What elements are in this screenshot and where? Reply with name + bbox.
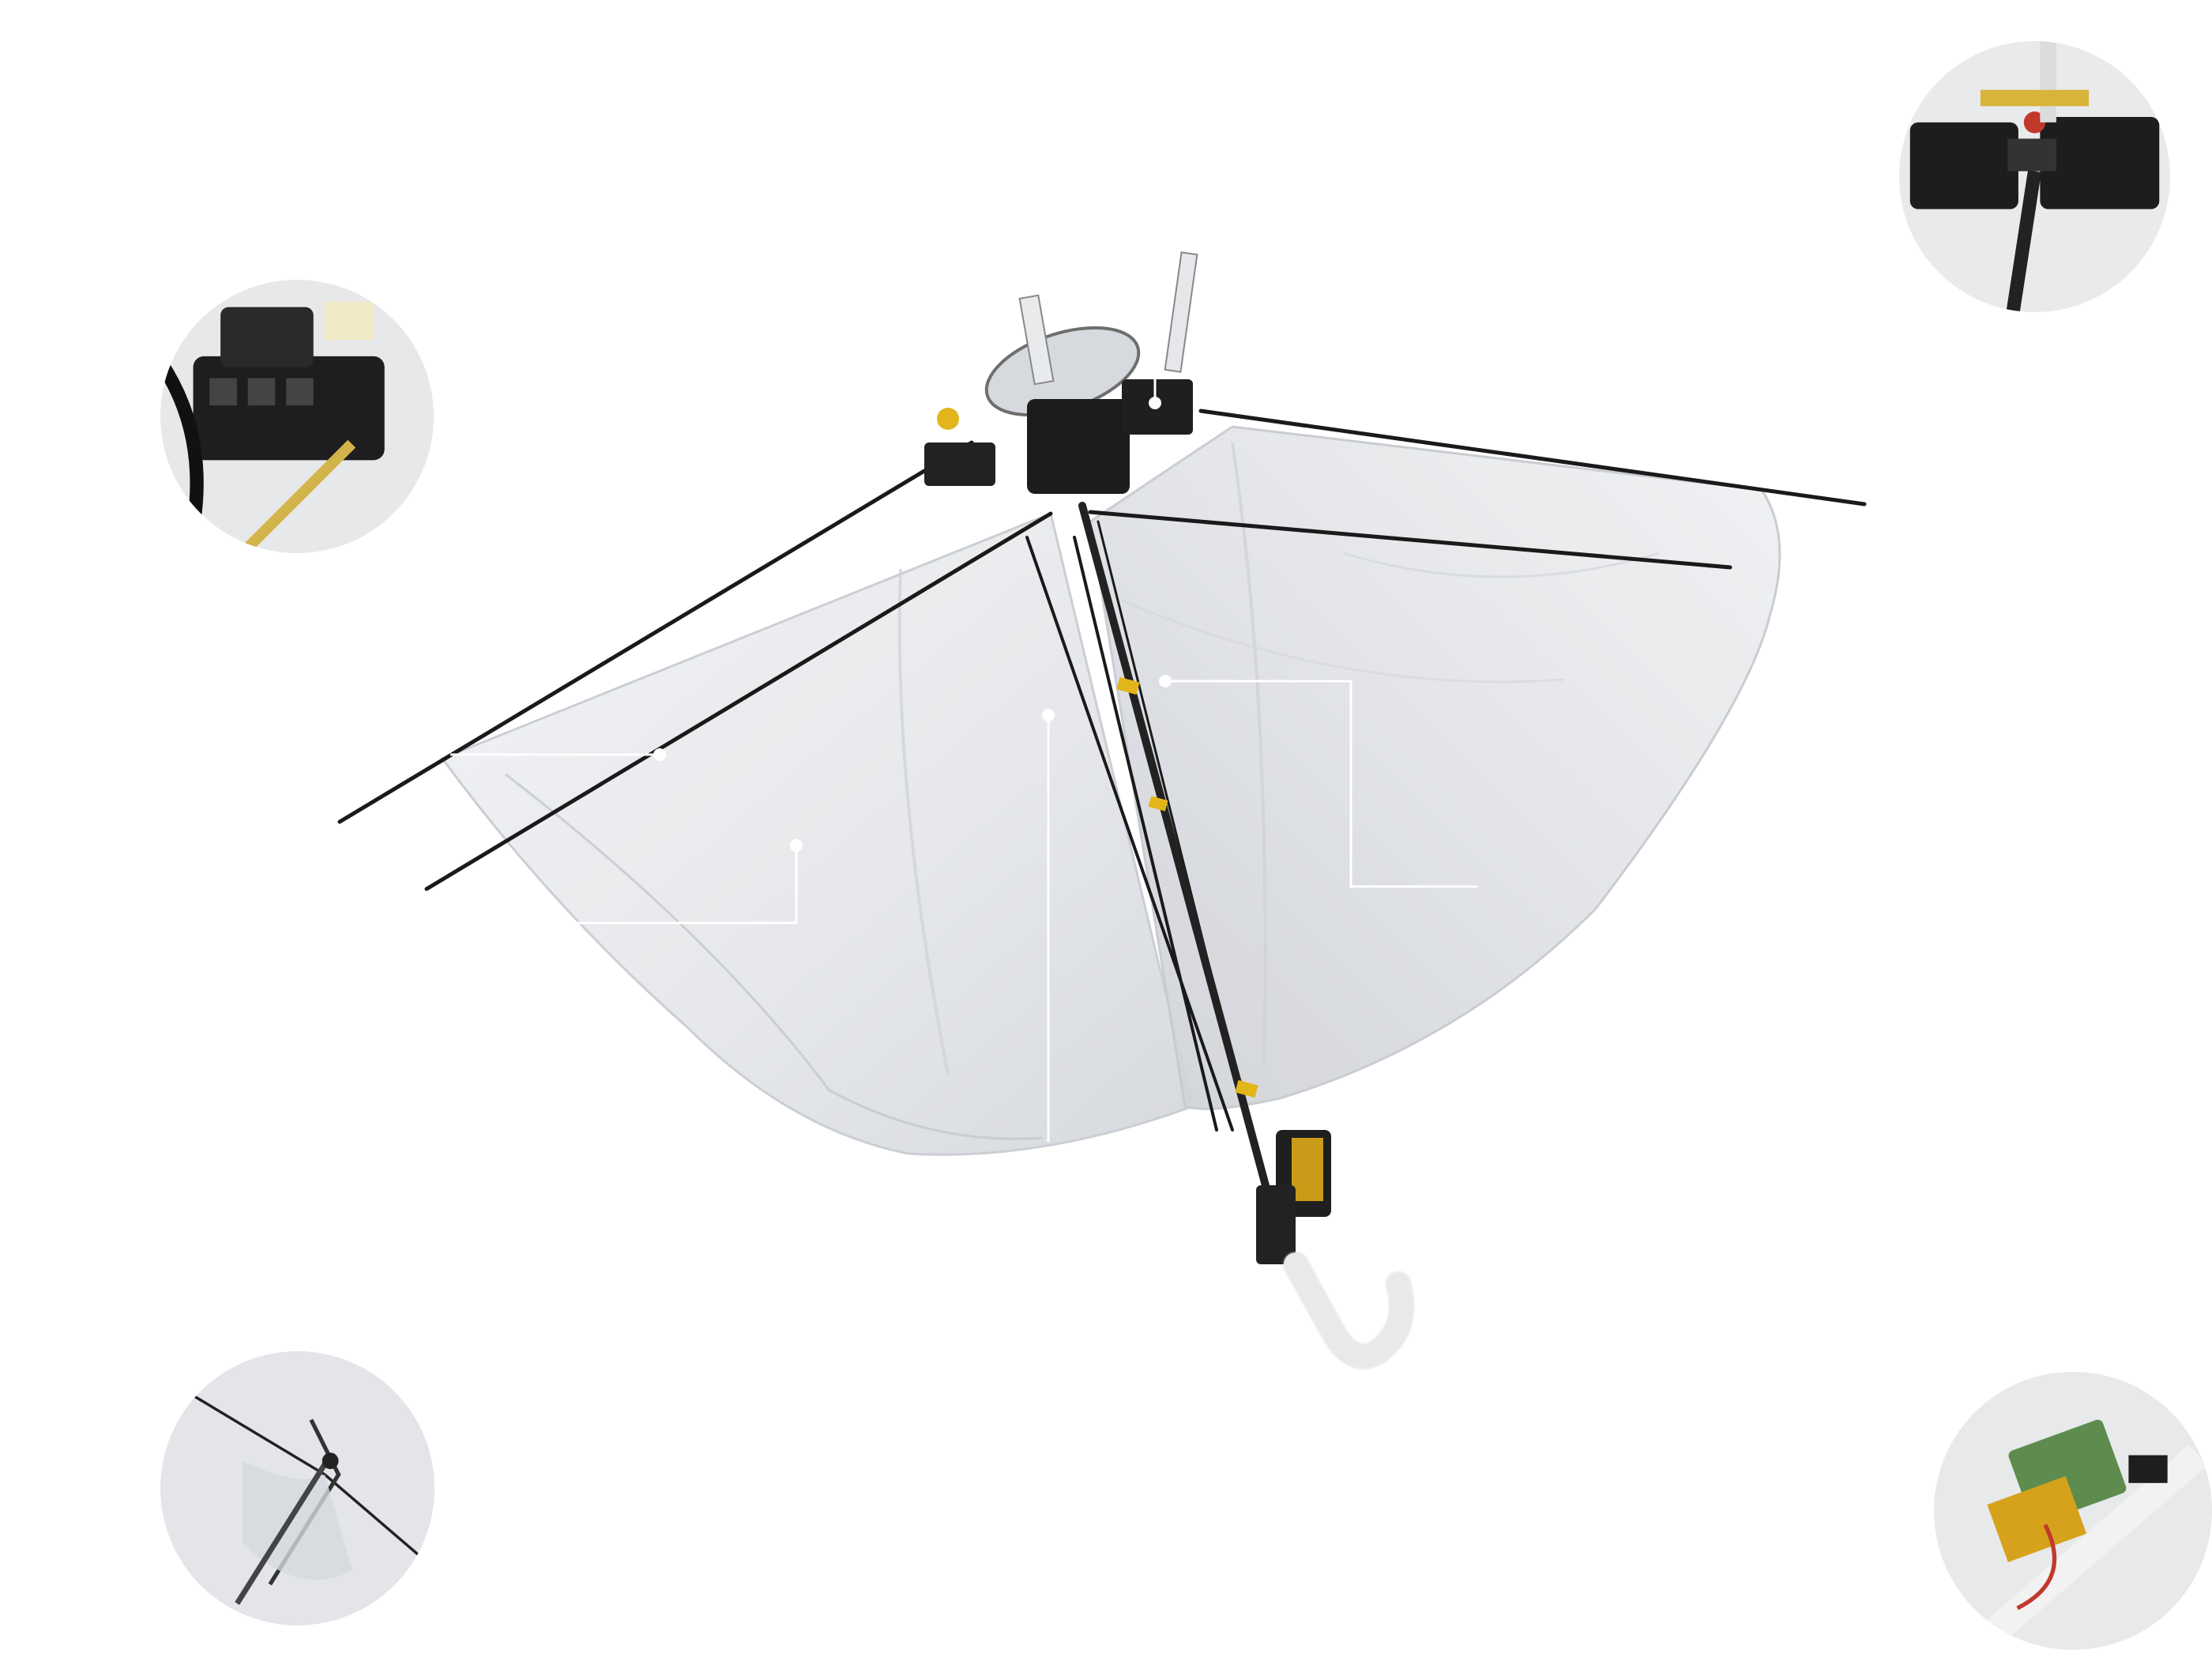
twin-motor-hub-closeup-icon [1899,41,2170,312]
detail-view-full-umbrella [160,1351,434,1625]
callout-dots [653,397,1172,852]
motor-mount-closeup-icon [160,280,434,553]
detail-view-motor-mount [160,280,434,553]
lower-controller [1256,1130,1331,1264]
right-canopy-panel [1089,425,1781,1110]
detail-view-twin-motor-hub [1899,41,2170,312]
detail-view-circuit-board [1934,1372,2212,1650]
callout-lines [450,363,1477,1142]
umbrella-hook-handle [1284,1252,1414,1369]
left-canopy-panel [440,511,1194,1156]
circuit-board-closeup-icon [1934,1372,2212,1650]
motor-hub [924,251,1198,494]
full-umbrella-view-icon [160,1351,434,1625]
umbrella-ribs [337,409,1867,1132]
left-canopy-fold [505,773,1044,1140]
